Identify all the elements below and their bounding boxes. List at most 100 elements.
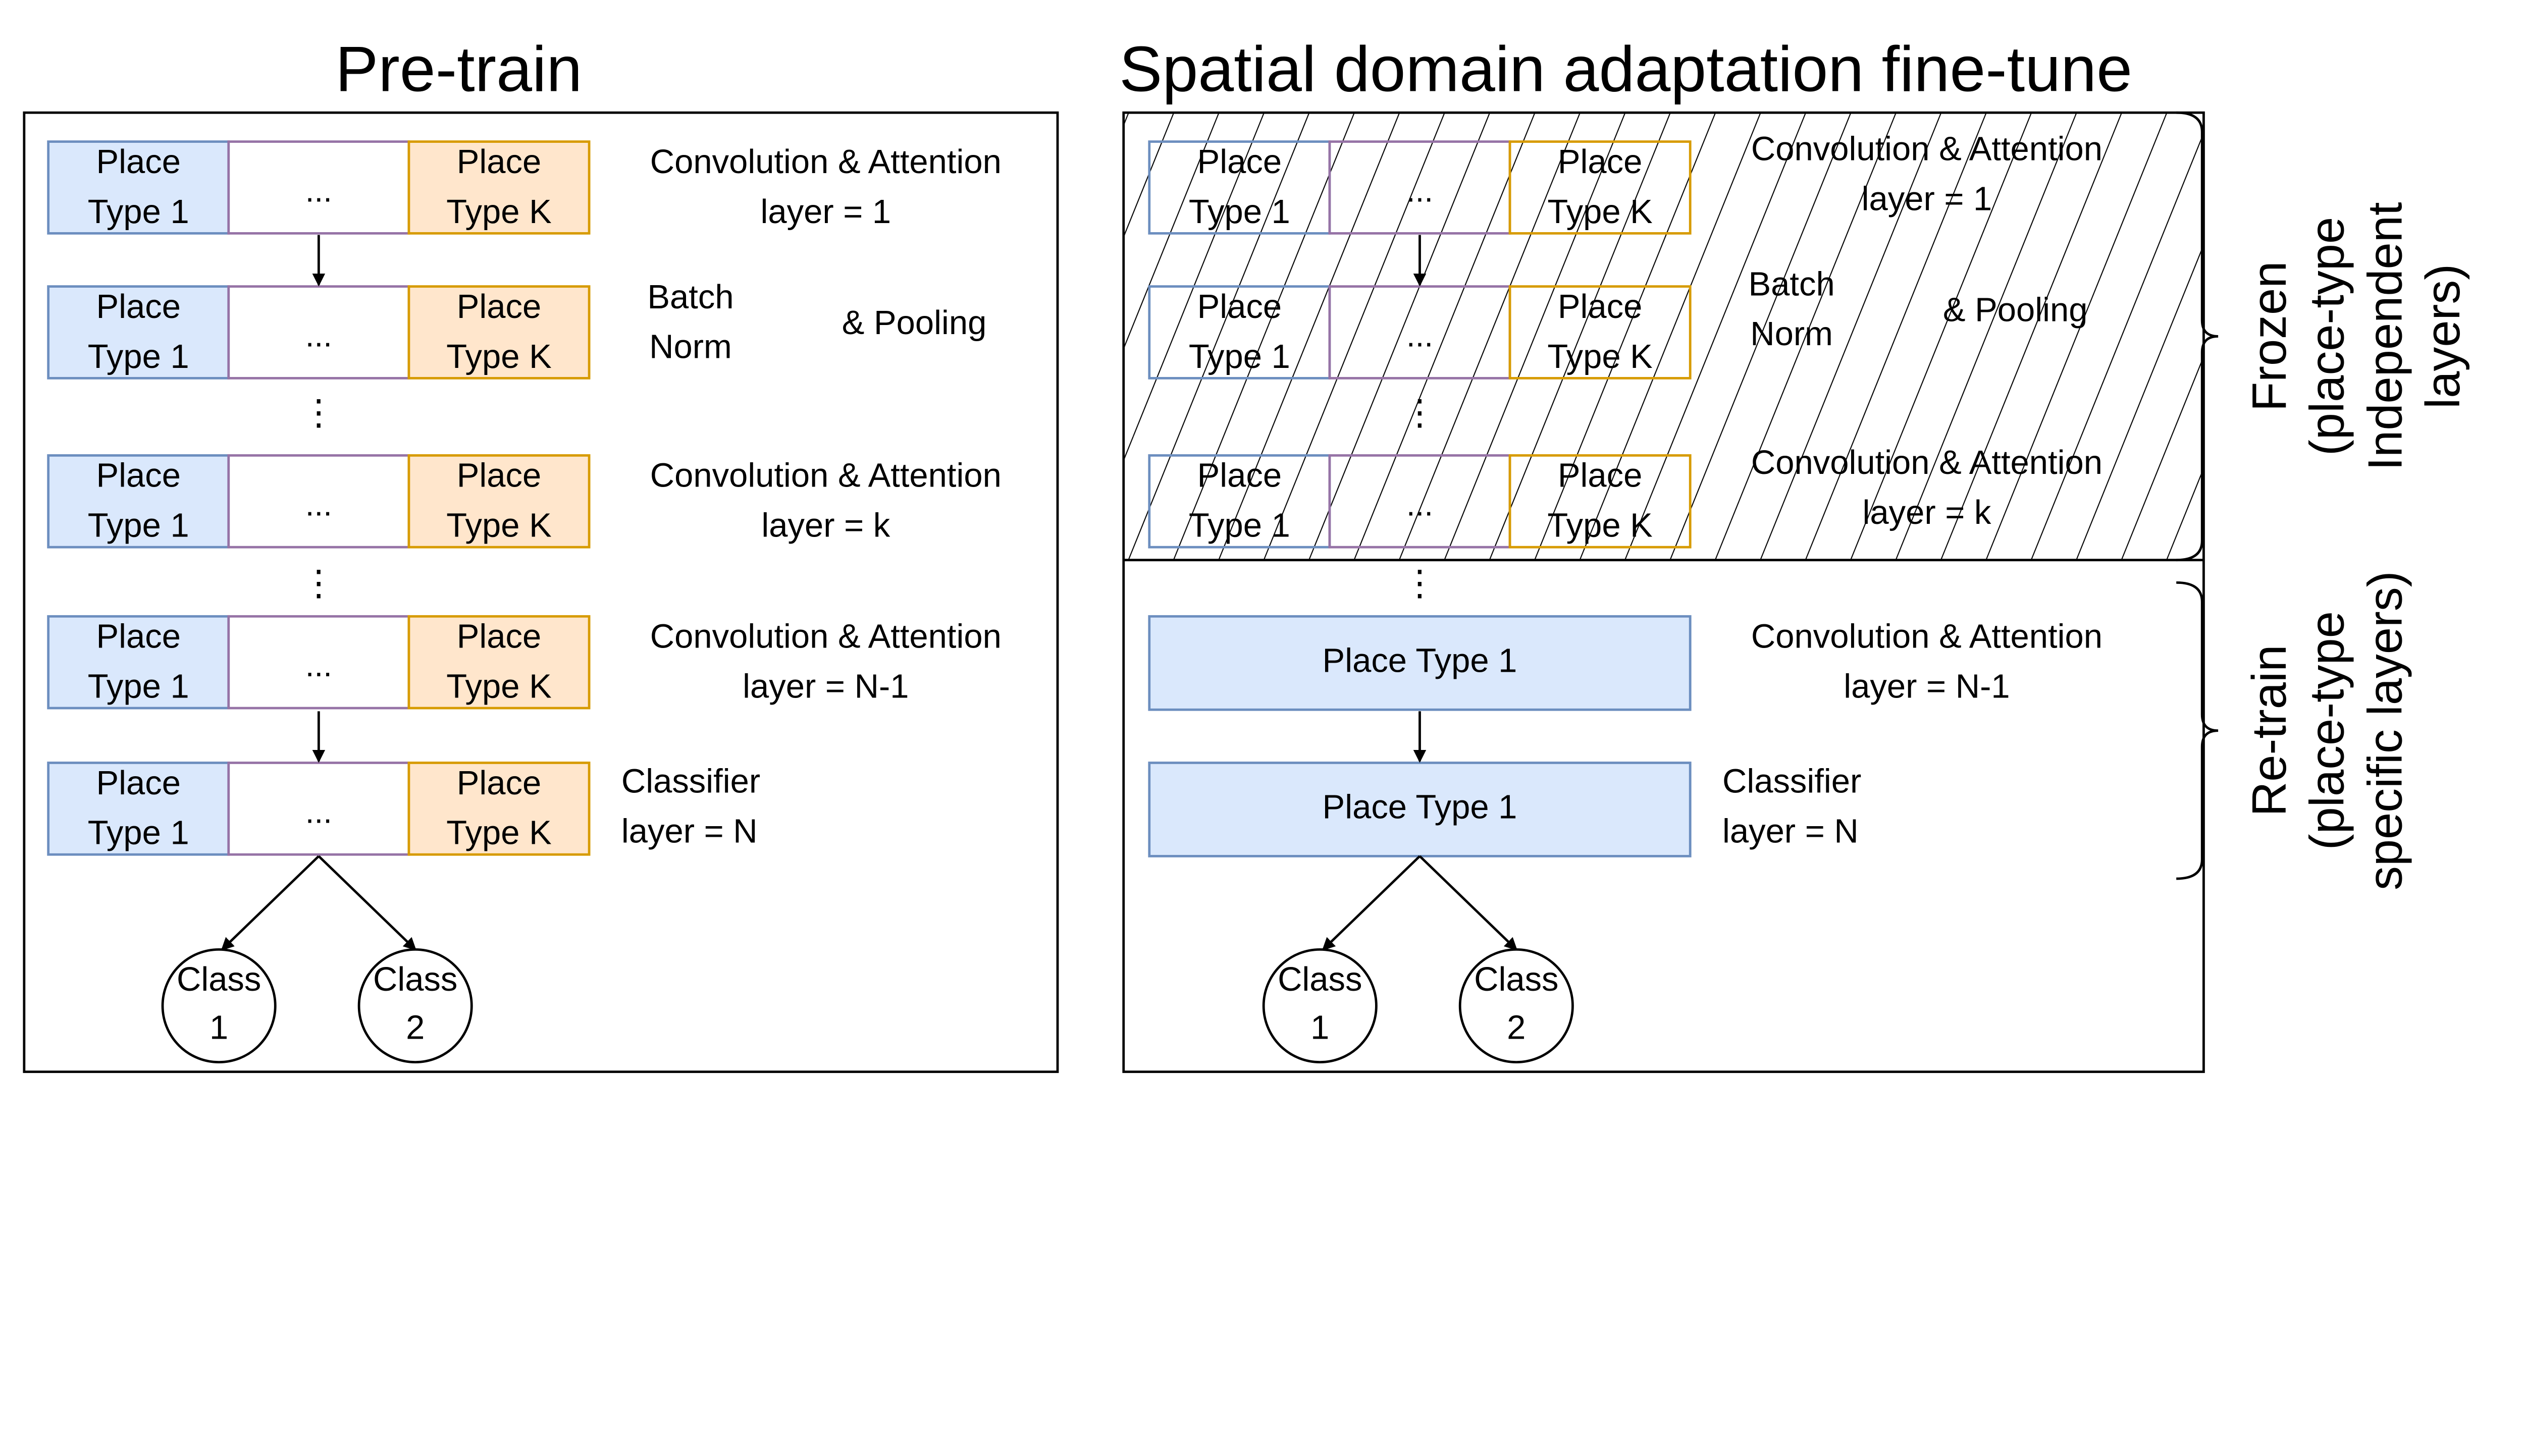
place-type-1-box: [47, 454, 230, 549]
pretrain-title: Pre-train: [335, 33, 582, 105]
pretrain-panel: [23, 111, 1059, 1073]
vertical-ellipsis: ⋮: [1402, 392, 1437, 432]
layer-label: layer = k: [761, 507, 890, 545]
class-node: [1262, 948, 1378, 1063]
class-label: Class: [177, 960, 261, 998]
place-type-1-label: Type 1: [88, 338, 189, 375]
retrain-label-line: (place-type: [2300, 611, 2354, 850]
place-type-k-box: [407, 140, 591, 235]
place-type-k-label: Place: [457, 143, 541, 181]
place-type-1-label: Type 1: [88, 507, 189, 545]
class-node: [357, 948, 473, 1063]
place-type-k-box: [1508, 454, 1692, 549]
place-type-k-label: Type K: [446, 507, 551, 545]
arrow-to-class: [1418, 855, 1518, 951]
layer-label: Convolution & Attention: [650, 457, 1002, 495]
layer-label: & Pooling: [842, 304, 987, 342]
place-type-1-label: Type 1: [1189, 338, 1290, 375]
layer-label: Convolution & Attention: [1751, 618, 2102, 656]
layer-label: layer = 1: [1862, 180, 1992, 218]
ellipsis-label: ...: [305, 317, 332, 353]
place-type-1-label: Type 1: [88, 667, 189, 705]
place-type-1-label: Type 1: [88, 814, 189, 852]
place-type-1-label: Place: [96, 143, 181, 181]
place-type-k-label: Place: [457, 764, 541, 802]
ellipsis-label: ...: [1406, 317, 1433, 353]
place-type-1-box: [47, 762, 230, 856]
vertical-ellipsis: ⋮: [301, 392, 336, 432]
place-type-1-label: Type 1: [1189, 507, 1290, 545]
place-type-1-label: Place: [96, 288, 181, 326]
place-type-k-label: Place: [1558, 143, 1642, 181]
class-node: [1458, 948, 1574, 1063]
place-type-k-box: [407, 285, 591, 380]
class-label: Class: [1474, 960, 1558, 998]
arrow-to-class: [1322, 855, 1421, 951]
layer-label: Batch: [647, 278, 733, 316]
frozen-label-line: Frozen: [2242, 261, 2296, 412]
layer-label: Norm: [649, 328, 732, 366]
place-type-k-box: [1508, 285, 1692, 380]
layer-label: layer = N: [1722, 812, 1859, 850]
class-node: [161, 948, 277, 1063]
layer-label: Convolution & Attention: [1751, 444, 2102, 481]
class-label: 1: [209, 1008, 228, 1046]
class-label: 2: [1507, 1008, 1526, 1046]
place-type-k-label: Place: [457, 618, 541, 656]
frozen-label-line: Independent: [2358, 202, 2412, 470]
ellipsis-label: ...: [305, 647, 332, 683]
place-type-1-label: Place: [96, 618, 181, 656]
place-type-k-label: Type K: [446, 338, 551, 375]
ellipsis-label: ...: [305, 172, 332, 208]
place-type-k-label: Type K: [1547, 338, 1652, 375]
place-type-k-box: [1508, 140, 1692, 235]
place-type-k-label: Place: [1558, 457, 1642, 495]
place-type-1-label: Place: [1197, 143, 1282, 181]
place-type-1-label: Place: [96, 764, 181, 802]
class-label: 1: [1310, 1008, 1329, 1046]
place-type-1-box: [47, 615, 230, 710]
frozen-label-line: (place-type: [2300, 217, 2354, 456]
layer-label: Batch: [1748, 265, 1834, 303]
retrain-place-type-box: [1148, 762, 1692, 857]
vertical-ellipsis: ⋮: [1402, 563, 1437, 603]
place-type-k-label: Place: [1558, 288, 1642, 326]
class-label: Class: [373, 960, 457, 998]
layer-label: Norm: [1750, 315, 1833, 353]
place-type-ellipsis-box: [227, 762, 410, 856]
place-type-k-box: [407, 454, 591, 549]
retrain-place-type-box: [1148, 615, 1692, 711]
layer-label: layer = N: [621, 812, 758, 850]
arrow-to-class: [318, 855, 417, 951]
ellipsis-label: ...: [305, 486, 332, 522]
finetune-title: Spatial domain adaptation fine-tune: [1119, 33, 2132, 105]
layer-label: layer = k: [1863, 494, 1991, 531]
place-type-1-box: [47, 140, 230, 235]
layer-label: & Pooling: [1943, 291, 2088, 329]
frozen-hatch-region: [1123, 113, 2204, 560]
retrain-label-line: Re-train: [2242, 645, 2296, 817]
place-type-k-label: Place: [457, 457, 541, 495]
layer-label: Convolution & Attention: [1751, 130, 2102, 168]
place-type-k-label: Type K: [446, 814, 551, 852]
place-type-1-label: Type 1: [1189, 193, 1290, 231]
place-type-1-label: Place: [1197, 288, 1282, 326]
place-type-k-box: [407, 762, 591, 856]
retrain-box-label: Place Type 1: [1323, 788, 1517, 826]
finetune-panel: [1122, 111, 2205, 1073]
ellipsis-label: ...: [1406, 486, 1433, 522]
place-type-1-label: Type 1: [88, 193, 189, 231]
layer-label: layer = N-1: [1844, 667, 2010, 705]
layer-label: layer = 1: [761, 193, 891, 231]
place-type-1-label: Place: [1197, 457, 1282, 495]
layer-label: Convolution & Attention: [650, 618, 1002, 656]
frozen-brace: [2176, 111, 2219, 562]
place-type-k-label: Type K: [446, 667, 551, 705]
place-type-k-box: [407, 615, 591, 710]
retrain-label-line: specific layers): [2358, 571, 2412, 890]
frozen-label-line: layers): [2416, 264, 2470, 409]
